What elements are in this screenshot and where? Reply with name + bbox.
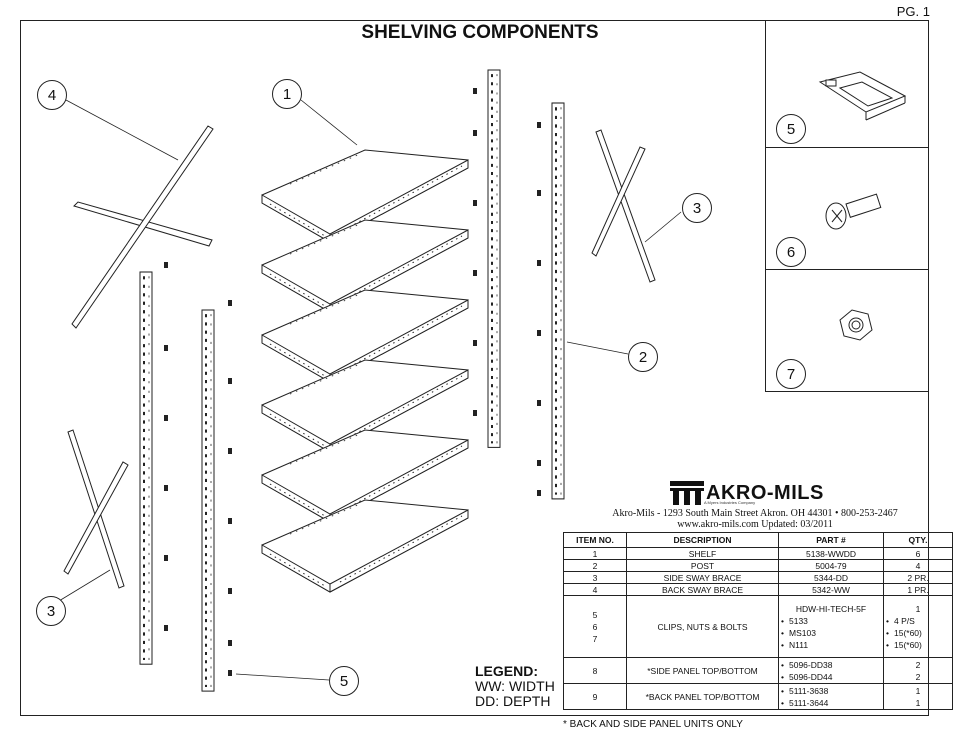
table-row: 4 BACK SWAY BRACE 5342-WW 1 PR. <box>563 583 953 596</box>
company-address: Akro-Mils - 1293 South Main Street Akron… <box>560 508 950 530</box>
nut-drawing <box>839 309 873 341</box>
akro-mils-logo-icon <box>670 481 704 505</box>
company-logo: AKRO-MILS <box>670 481 824 505</box>
footnote: * BACK AND SIDE PANEL UNITS ONLY <box>563 719 743 730</box>
callout-item-2: 2 <box>628 342 658 372</box>
clip-detail-box <box>765 20 929 148</box>
page-number: PG. 1 <box>896 4 930 19</box>
callout-item-6: 6 <box>776 237 806 267</box>
table-row-hardware: 5 6 7 CLIPS, NUTS & BOLTS HDW-HI-TECH-5F… <box>563 595 953 658</box>
bolt-detail-box <box>765 148 929 270</box>
callout-item-5-drawing: 5 <box>329 666 359 696</box>
legend-width: WW: WIDTH <box>475 678 555 694</box>
header-item-no: ITEM NO. <box>563 532 627 548</box>
legend-depth: DD: DEPTH <box>475 693 551 709</box>
callout-item-3-left: 3 <box>36 596 66 626</box>
callout-item-1: 1 <box>272 79 302 109</box>
callout-item-4: 4 <box>37 80 67 110</box>
legend: LEGEND: WW: WIDTH DD: DEPTH <box>475 664 555 709</box>
callout-item-5: 5 <box>776 114 806 144</box>
table-header-row: ITEM NO. DESCRIPTION PART # QTY. <box>563 532 953 548</box>
callout-item-7: 7 <box>776 359 806 389</box>
table-row: 1 SHELF 5138-WWDD 6 <box>563 547 953 560</box>
header-qty: QTY. <box>883 532 953 548</box>
table-row-side-panel: 8 *SIDE PANEL TOP/BOTTOM 5096-DD38 5096-… <box>563 657 953 684</box>
nut-detail-box <box>765 270 929 392</box>
drawing-frame <box>20 20 929 716</box>
header-description: DESCRIPTION <box>626 532 779 548</box>
table-row: 2 POST 5004-79 4 <box>563 559 953 572</box>
table-row-back-panel: 9 *BACK PANEL TOP/BOTTOM 5111-3638 5111-… <box>563 683 953 710</box>
logo-text: AKRO-MILS <box>706 481 824 504</box>
legend-heading: LEGEND: <box>475 663 538 679</box>
header-part: PART # <box>778 532 884 548</box>
bolt-drawing <box>825 193 882 230</box>
address-line: Akro-Mils - 1293 South Main Street Akron… <box>612 508 898 519</box>
table-row: 3 SIDE SWAY BRACE 5344-DD 2 PR. <box>563 571 953 584</box>
web-line: www.akro-mils.com Updated: 03/2011 <box>677 519 833 530</box>
callout-item-3: 3 <box>682 193 712 223</box>
clip-drawing <box>818 71 907 121</box>
parts-table: ITEM NO. DESCRIPTION PART # QTY. 1 SHELF… <box>563 532 953 710</box>
page-title: SHELVING COMPONENTS <box>361 22 599 43</box>
logo-tagline: A Myers Industries Company <box>704 500 756 505</box>
